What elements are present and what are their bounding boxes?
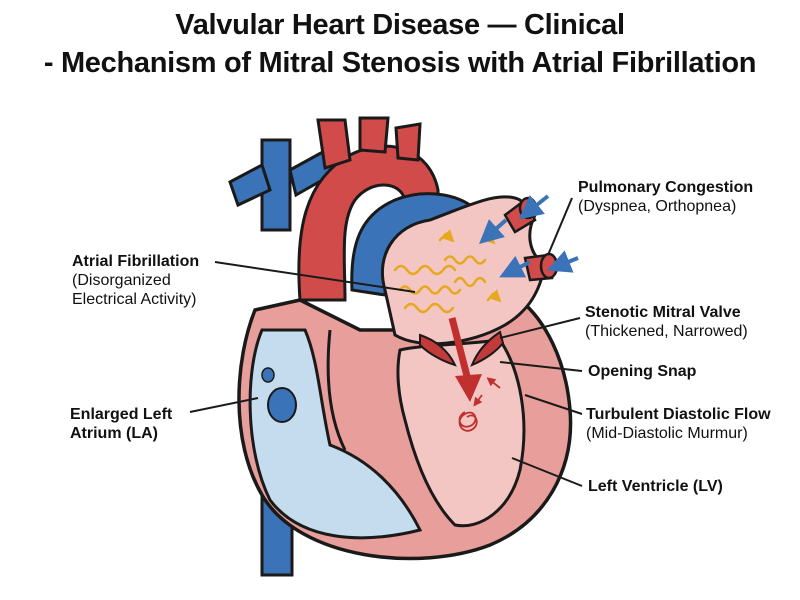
leader-pulmonary — [547, 197, 573, 256]
pulmonary-congestion-subtitle: (Dyspnea, Orthopnea) — [578, 198, 737, 215]
label-atrial-fibrillation: Atrial Fibrillation (Disorganized Electr… — [72, 252, 199, 309]
leader-valve — [499, 317, 581, 339]
title-line-1: Valvular Heart Disease — Clinical — [175, 9, 625, 41]
label-turbulent-flow: Turbulent Diastolic Flow (Mid-Diastolic … — [586, 405, 771, 443]
pulmonary-congestion-title: Pulmonary Congestion — [578, 179, 754, 196]
enlarged-left-atrium-chamber — [248, 328, 423, 540]
pulmonary-congestion-arrows — [479, 194, 579, 278]
label-stenotic-mitral-valve: Stenotic Mitral Valve (Thickened, Narrow… — [585, 303, 748, 341]
turbulent-flow-subtitle: (Mid-Diastolic Murmur) — [586, 425, 748, 442]
left-ventricle — [396, 338, 526, 528]
leader-la — [189, 397, 259, 413]
label-left-ventricle: Left Ventricle (LV) — [588, 477, 723, 496]
label-pulmonary-congestion: Pulmonary Congestion (Dyspnea, Orthopnea… — [578, 178, 753, 216]
stenotic-mitral-valve-subtitle: (Thickened, Narrowed) — [585, 323, 748, 340]
enlarged-left-atrium-line1: Enlarged Left — [70, 406, 173, 423]
enlarged-left-atrium-line2: Atrium (LA) — [70, 425, 158, 442]
left-ventricle-title: Left Ventricle (LV) — [588, 478, 723, 495]
atrial-fibrillation-title: Atrial Fibrillation — [72, 253, 200, 270]
leader-snap — [499, 361, 583, 372]
label-enlarged-left-atrium: Enlarged Left Atrium (LA) — [70, 405, 172, 443]
label-opening-snap: Opening Snap — [588, 362, 696, 381]
stenotic-mitral-valve — [419, 330, 505, 367]
opening-snap-title: Opening Snap — [588, 363, 697, 380]
atrial-fibrillation-waves — [393, 229, 502, 314]
atrial-fibrillation-sub2: Electrical Activity) — [72, 291, 197, 308]
stenotic-mitral-valve-title: Stenotic Mitral Valve — [585, 304, 741, 321]
leader-lines — [189, 197, 583, 487]
diastolic-flow-arrow — [448, 317, 501, 432]
leader-af — [214, 261, 416, 293]
turbulent-flow-title: Turbulent Diastolic Flow — [586, 406, 771, 423]
leader-turbulent — [524, 394, 583, 415]
leader-lv — [511, 457, 583, 487]
title-line-2: - Mechanism of Mitral Stenosis with Atri… — [43, 47, 757, 79]
aorta — [297, 116, 440, 302]
atrial-fibrillation-sub1: (Disorganized — [72, 272, 171, 289]
